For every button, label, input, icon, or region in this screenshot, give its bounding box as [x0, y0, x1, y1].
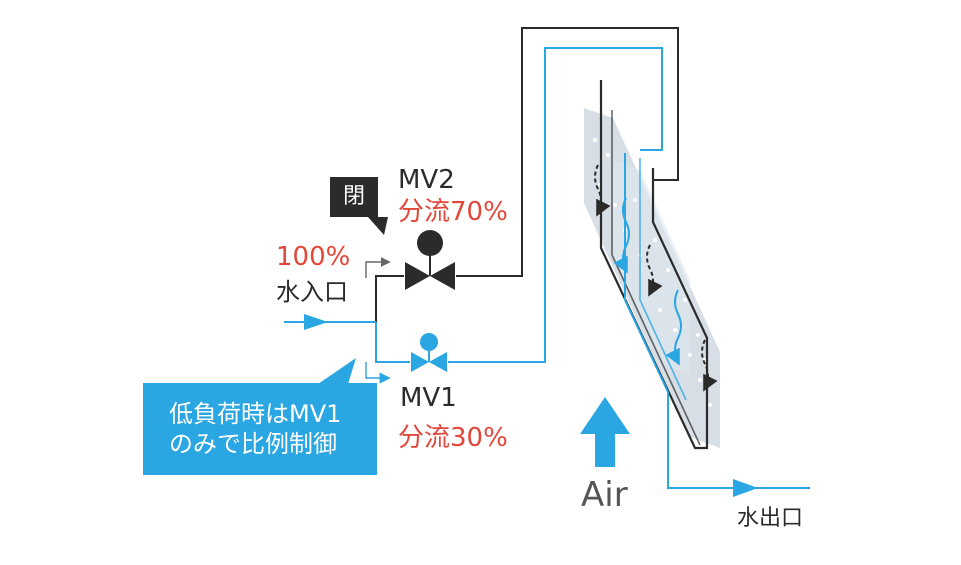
- pipe-outlet: [667, 392, 810, 489]
- pipe-mv2-outlet: [456, 27, 679, 277]
- flow-hint-arrow: [365, 257, 391, 278]
- closed-tag: 閉: [330, 177, 378, 217]
- callout-box: 低負荷時はMV1 のみで比例制御: [143, 383, 377, 475]
- blue-flow-arrow: [665, 289, 682, 366]
- callout-line-2: のみで比例制御: [169, 430, 337, 458]
- closed-tag-pointer: [368, 217, 388, 235]
- dark-flow-arrow: [594, 164, 611, 217]
- blue-flow-arrow: [613, 197, 630, 274]
- mv2-valve-icon: [405, 230, 455, 290]
- exchanger-panel-front: [613, 160, 690, 375]
- mv2-ratio: 分流70%: [398, 197, 508, 227]
- inlet-percent: 100%: [276, 242, 351, 272]
- callout-line-1: 低負荷時はMV1: [169, 400, 342, 428]
- outlet-arrow: [733, 479, 758, 497]
- callout-pointer: [318, 358, 356, 384]
- dark-flow-arrow: [701, 339, 718, 392]
- air-arrow-icon: [580, 397, 630, 467]
- mv2-label: MV2: [398, 165, 455, 195]
- air-label: Air: [581, 475, 628, 515]
- pipe-mv1-outlet: [448, 47, 663, 363]
- water-outlet-label: 水出口: [737, 506, 804, 531]
- pipe-mv2-line: [375, 275, 404, 322]
- inlet-arrow: [304, 314, 328, 330]
- mv1-ratio: 分流30%: [398, 423, 508, 453]
- flow-hint-arrow: [365, 362, 391, 384]
- pipe-mv1-line: [375, 322, 410, 363]
- mv1-valve-icon: [411, 333, 447, 372]
- heat-exchanger: [584, 80, 720, 450]
- mv1-label: MV1: [400, 383, 457, 413]
- dark-flow-arrow: [646, 244, 663, 297]
- water-inlet-label: 水入口: [276, 278, 348, 306]
